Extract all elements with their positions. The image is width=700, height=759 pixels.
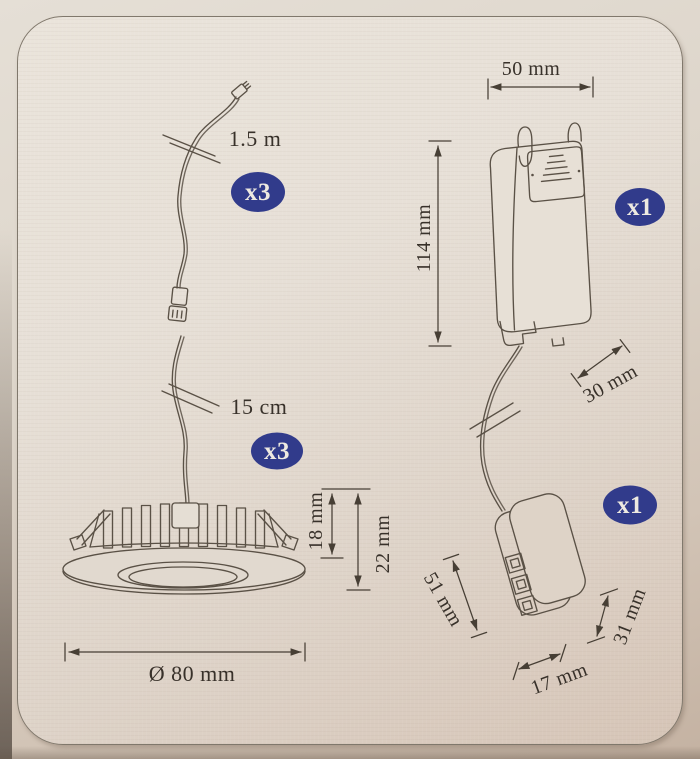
diagram-card — [17, 16, 683, 745]
dim-driver-depth: 30 mm — [570, 338, 642, 408]
driver-cable-gland — [499, 320, 537, 347]
lamp-cable-art — [161, 80, 252, 506]
spring-clip-left-icon — [69, 509, 111, 551]
connector-terminals — [504, 552, 538, 616]
cable-break-mark — [161, 383, 220, 414]
driver-tab-right — [567, 122, 582, 143]
connector-height-label: 31 mm — [609, 585, 651, 648]
lamp-diameter-label: Ø 80 mm — [149, 661, 236, 686]
dim-lamp-total-height: 22 mm — [346, 493, 394, 591]
lamp-recess-height-label: 18 mm — [305, 492, 327, 551]
heatsink-hub — [171, 502, 200, 529]
cable-qty-label: x3 — [245, 179, 271, 206]
driver-tab-left — [517, 126, 533, 148]
driver-vent-grille-icon — [526, 146, 586, 203]
driver-art — [489, 122, 592, 347]
cable-length-label: 1.5 m — [229, 126, 282, 151]
connector-qty-label: x1 — [617, 492, 643, 519]
lamp-qty-badge: x3 — [251, 432, 303, 470]
driver-depth-label: 30 mm — [580, 360, 642, 408]
cable-qty-badge: x3 — [231, 172, 285, 212]
driver-qty-badge: x1 — [615, 188, 665, 226]
lamp-tail-length-label: 15 cm — [231, 394, 288, 419]
driver-height-label: 114 mm — [413, 204, 435, 272]
dim-lamp-diameter: Ø 80 mm — [64, 642, 306, 686]
driver-qty-label: x1 — [627, 194, 653, 221]
dim-connector-height: 31 mm — [586, 585, 651, 648]
connector-art — [494, 493, 586, 616]
connector-width-label: 17 mm — [528, 659, 591, 700]
driver-cable-art — [469, 345, 523, 512]
dim-connector-width: 17 mm — [512, 643, 591, 700]
cable-plug-icon — [231, 80, 252, 100]
cable-inline-connector-icon — [167, 286, 189, 322]
lens — [117, 561, 249, 589]
cable-break-mark — [162, 134, 221, 164]
connector-length-label: 51 mm — [419, 569, 467, 631]
dim-driver-width: 50 mm — [487, 58, 594, 100]
dim-driver-height: 114 mm — [413, 140, 452, 347]
lamp-art — [62, 502, 306, 595]
dim-lamp-recess-height: 18 mm — [305, 488, 371, 559]
heatsink-fins — [89, 502, 279, 549]
dim-connector-length: 51 mm — [419, 553, 488, 639]
driver-width-label: 50 mm — [502, 58, 561, 80]
spring-clip-right-icon — [257, 509, 299, 551]
connector-qty-badge: x1 — [603, 485, 657, 525]
driver-edge-line — [512, 147, 518, 331]
lamp-qty-label: x3 — [264, 438, 290, 465]
lamp-total-height-label: 22 mm — [372, 515, 394, 574]
cable-break-mark — [469, 402, 521, 438]
